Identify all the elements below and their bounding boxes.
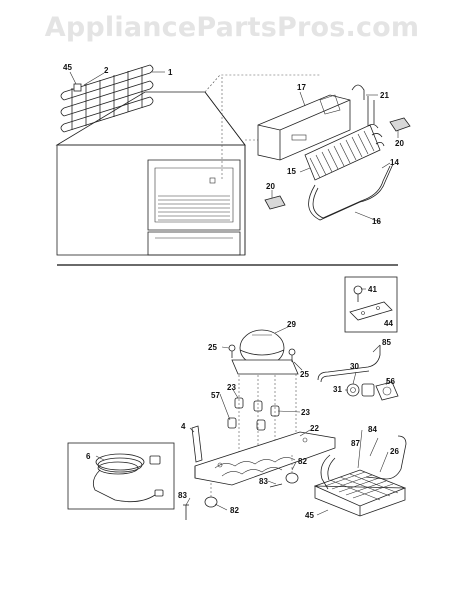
- callout-14: 14: [390, 158, 399, 167]
- callout-44: 44: [384, 319, 393, 328]
- drain-tube: [320, 454, 331, 490]
- callout-17: 17: [297, 83, 306, 92]
- suction-tube: [320, 370, 370, 383]
- mount-bolt: [288, 348, 296, 362]
- callout-26: 26: [390, 447, 399, 456]
- evaporator-coil: [304, 96, 385, 181]
- watermark: AppliancePartsPros.com: [44, 12, 420, 43]
- callout-30: 30: [350, 362, 359, 371]
- fan-grommet: [285, 472, 299, 484]
- callout-20: 20: [395, 139, 404, 148]
- callout-83: 83: [259, 477, 268, 486]
- callout-57: 57: [211, 391, 220, 400]
- coil-clip-part: [73, 83, 82, 92]
- tube-part: [351, 84, 365, 100]
- screw-part: [183, 504, 189, 520]
- callout-25: 25: [300, 370, 309, 379]
- condenser-coil: [60, 64, 154, 133]
- callout-6: 6: [86, 452, 91, 461]
- leader-lines: [69, 71, 399, 223]
- callout-45: 45: [305, 511, 314, 520]
- mount-bolt: [228, 344, 236, 358]
- power-cord-inset: [67, 442, 175, 510]
- compressor-base-plate: [194, 431, 336, 486]
- refrigerator-cabinet: [55, 91, 246, 256]
- heater-wire: [308, 163, 394, 221]
- callout-16: 16: [372, 217, 381, 226]
- guide-lines: [210, 455, 293, 497]
- grommet: [253, 400, 263, 412]
- relay-cap: [361, 383, 375, 397]
- insulation-pad: [264, 195, 286, 210]
- drain-tube: [327, 457, 336, 481]
- callout-84: 84: [368, 425, 377, 434]
- callout-23: 23: [227, 383, 236, 392]
- callout-41: 41: [368, 285, 377, 294]
- callout-85: 85: [382, 338, 391, 347]
- callout-20: 20: [266, 182, 275, 191]
- callout-87: 87: [351, 439, 360, 448]
- callout-82: 82: [230, 506, 239, 515]
- callout-labels: 1 2 45 17 21 20 15 14 20 16 41 44 29 85 …: [63, 63, 404, 520]
- callout-23: 23: [301, 408, 310, 417]
- callout-29: 29: [287, 320, 296, 329]
- bracket: [191, 425, 203, 463]
- callout-82: 82: [298, 457, 307, 466]
- grommet: [256, 419, 266, 431]
- callout-4: 4: [181, 422, 186, 431]
- callout-83: 83: [178, 491, 187, 500]
- callout-21: 21: [380, 91, 389, 100]
- screw-part: [269, 483, 283, 488]
- fan-grommet: [204, 496, 218, 508]
- hardware-inset-box: [344, 276, 398, 333]
- callout-2: 2: [104, 66, 109, 75]
- guide-lines: [238, 374, 297, 460]
- insulation-pad: [389, 117, 411, 132]
- callout-56: 56: [386, 377, 395, 386]
- grommet: [227, 417, 237, 429]
- callout-22: 22: [310, 424, 319, 433]
- suction-tube: [317, 345, 381, 381]
- evaporator-cover: [257, 94, 351, 161]
- callout-15: 15: [287, 167, 296, 176]
- callout-25: 25: [208, 343, 217, 352]
- callout-45: 45: [63, 63, 72, 72]
- leader-lines: [95, 288, 389, 516]
- compressor: [231, 329, 299, 375]
- callout-31: 31: [333, 385, 342, 394]
- overload-relay: [346, 383, 360, 397]
- drain-tube: [365, 435, 407, 480]
- callout-1: 1: [168, 68, 173, 77]
